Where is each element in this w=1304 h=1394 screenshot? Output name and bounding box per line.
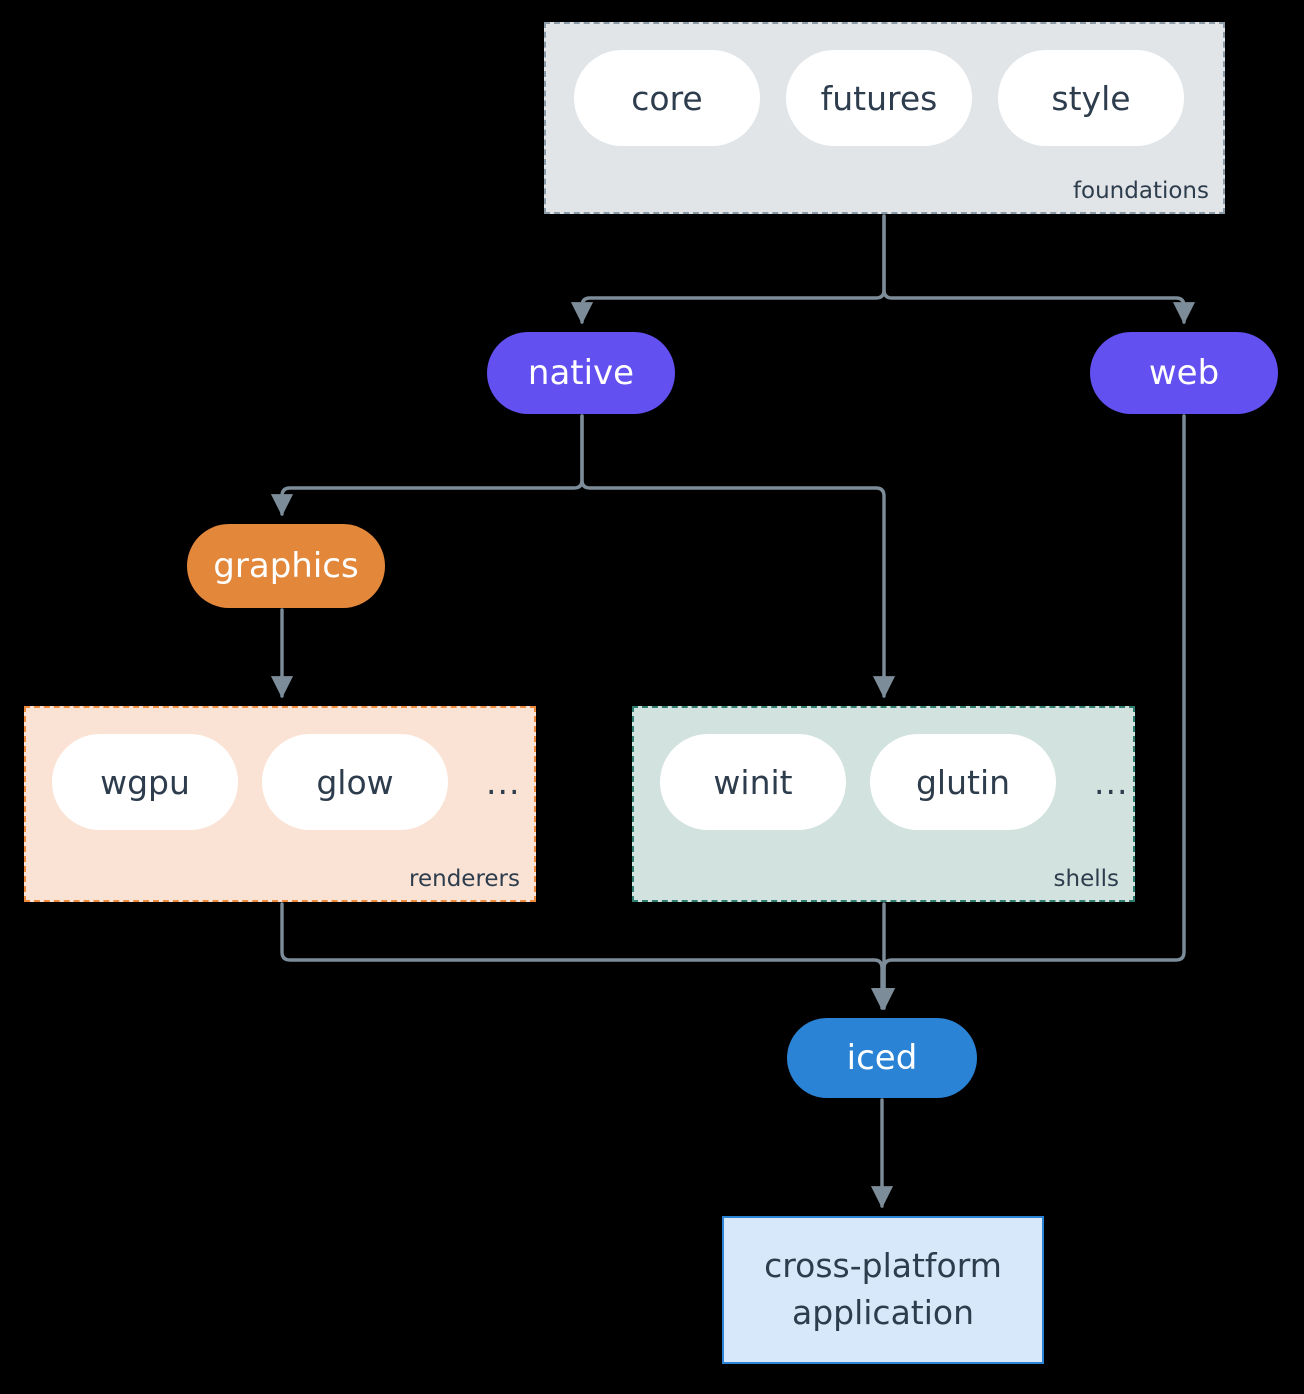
node-wgpu[interactable]: wgpu xyxy=(52,734,238,830)
cluster-renderers: wgpu glow ... renderers xyxy=(24,706,536,902)
edge-foundations-native xyxy=(570,214,886,325)
cluster-foundations: core futures style foundations xyxy=(544,22,1225,214)
node-winit[interactable]: winit xyxy=(660,734,846,830)
application-label-line2: application xyxy=(791,1293,975,1332)
edge-native-graphics xyxy=(270,414,584,517)
cluster-renderers-items: wgpu glow ... xyxy=(52,734,534,830)
node-glutin[interactable]: glutin xyxy=(870,734,1056,830)
cluster-shells-label: shells xyxy=(1053,866,1119,892)
node-glow[interactable]: glow xyxy=(262,734,448,830)
renderers-ellipsis: ... xyxy=(486,762,521,802)
shells-ellipsis: ... xyxy=(1094,762,1129,802)
node-web[interactable]: web xyxy=(1090,332,1278,414)
cluster-shells-items: winit glutin ... xyxy=(660,734,1142,830)
edge-foundations-web xyxy=(882,214,1196,325)
node-graphics[interactable]: graphics xyxy=(187,524,385,608)
application-label-line1: cross-platform xyxy=(764,1246,1002,1286)
node-cross-platform-application[interactable]: cross-platform application xyxy=(722,1216,1044,1364)
cluster-renderers-label: renderers xyxy=(409,866,520,892)
node-native[interactable]: native xyxy=(487,332,675,414)
edge-native-shells xyxy=(580,414,896,699)
node-style[interactable]: style xyxy=(998,50,1184,146)
node-core[interactable]: core xyxy=(574,50,760,146)
node-iced[interactable]: iced xyxy=(787,1018,977,1098)
cluster-foundations-label: foundations xyxy=(1072,178,1209,204)
cluster-shells: winit glutin ... shells xyxy=(632,706,1135,902)
node-futures[interactable]: futures xyxy=(786,50,972,146)
cluster-foundations-items: core futures style xyxy=(574,50,1184,146)
edge-renderers-iced xyxy=(280,902,894,1011)
